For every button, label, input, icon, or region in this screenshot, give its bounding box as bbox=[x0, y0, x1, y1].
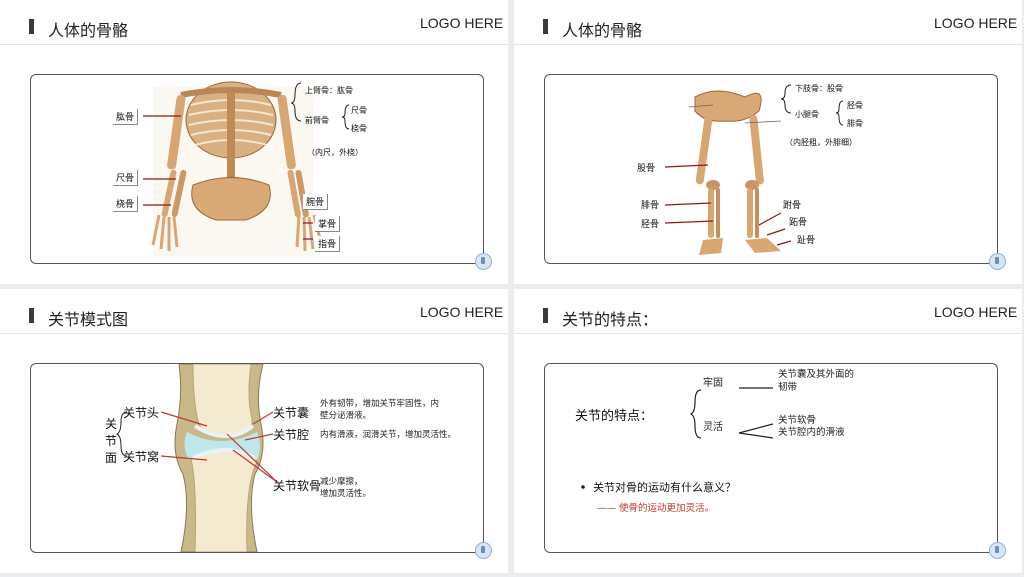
slide-skeleton-lower: 人体的骨骼 LOGO HERE bbox=[514, 0, 1022, 284]
feature-firm: 牢固 bbox=[703, 378, 723, 389]
flex-desc-2: 关节腔内的滑液 bbox=[778, 427, 845, 438]
label-fibula: 腓骨 bbox=[641, 201, 660, 211]
label-tarsal: 跗骨 bbox=[783, 201, 802, 211]
label-metacarpal: 掌骨 bbox=[315, 216, 341, 232]
slide-title: 人体的骨骼 bbox=[48, 21, 129, 40]
capsule-desc-1: 外有韧带，增加关节牢固性，内 bbox=[320, 399, 440, 409]
label-humerus: 肱骨 bbox=[113, 109, 139, 125]
label-joint-surface: 关节面 bbox=[105, 417, 118, 465]
label-ulna: 尺骨 bbox=[113, 170, 139, 186]
label-joint-cartilage: 关节软骨 bbox=[273, 479, 322, 493]
label-fibula-r: 腓骨 bbox=[847, 119, 863, 128]
header-divider bbox=[514, 333, 1022, 334]
answer-text: —— 使骨的运动更加灵活。 bbox=[597, 503, 715, 514]
label-radius: 桡骨 bbox=[113, 196, 139, 212]
features-connectors bbox=[581, 387, 774, 489]
logo-placeholder: LOGO HERE bbox=[934, 304, 1018, 320]
slide-title: 关节模式图 bbox=[48, 310, 129, 329]
slide-joint-diagram: 关节模式图 LOGO HERE bbox=[0, 289, 508, 573]
label-metatarsal: 跖骨 bbox=[789, 218, 808, 228]
slide-skeleton-upper: 人体的骨骼 LOGO HERE bbox=[0, 0, 508, 284]
label-toe: 趾骨 bbox=[797, 236, 816, 246]
firm-desc-1: 关节囊及其外面的 bbox=[778, 369, 855, 380]
slide-note-icon[interactable] bbox=[475, 253, 492, 270]
feature-flexible: 灵活 bbox=[703, 422, 723, 433]
cartilage-desc-2: 增加灵活性。 bbox=[320, 489, 372, 499]
slide-note-icon[interactable] bbox=[475, 542, 492, 559]
capsule-desc-2: 壁分泌滑液。 bbox=[320, 411, 372, 421]
label-tibia: 胫骨 bbox=[641, 220, 660, 230]
label-note: （内胫粗，外腓细） bbox=[785, 138, 857, 147]
label-joint-cavity: 关节腔 bbox=[273, 428, 310, 442]
label-joint-socket: 关节窝 bbox=[123, 450, 160, 464]
firm-desc-2: 韧带 bbox=[778, 382, 798, 393]
header-divider bbox=[0, 333, 508, 334]
label-inner-outer: （内尺，外桡） bbox=[307, 148, 363, 157]
label-carpal: 腕骨 bbox=[303, 194, 329, 210]
logo-placeholder: LOGO HERE bbox=[420, 304, 504, 320]
question-text: 关节对骨的运动有什么意义？ bbox=[593, 481, 736, 494]
label-upper-arm: 上臂骨：肱骨 bbox=[305, 86, 353, 95]
lower-skeleton-illustration bbox=[664, 84, 844, 255]
title-marker bbox=[29, 308, 34, 323]
label-phalanx: 指骨 bbox=[315, 236, 341, 252]
label-shank: 小腿骨 bbox=[795, 110, 819, 119]
features-main-label: 关节的特点： bbox=[575, 409, 654, 424]
cartilage-desc-1: 减少摩擦， bbox=[320, 477, 363, 487]
header-divider bbox=[0, 44, 508, 45]
slide-title: 人体的骨骼 bbox=[562, 21, 643, 40]
label-ulna-2: 尺骨 bbox=[351, 106, 367, 115]
title-marker bbox=[543, 308, 548, 323]
slide-joint-features: 关节的特点： LOGO HERE 关节的特点： 牢固 灵活 关节囊及其外面的 韧… bbox=[514, 289, 1022, 573]
content-frame: 关节的特点： 牢固 灵活 关节囊及其外面的 韧带 关节软骨 关节腔内的滑液 关节… bbox=[544, 363, 998, 553]
label-joint-head: 关节头 bbox=[123, 406, 160, 420]
slide-title: 关节的特点： bbox=[562, 310, 659, 329]
content-frame: 下肢骨：股骨 小腿骨 胫骨 腓骨 （内胫粗，外腓细） 股骨 腓骨 胫骨 跗骨 跖… bbox=[544, 74, 998, 264]
label-forearm: 前臂骨 bbox=[305, 116, 329, 125]
slide-note-icon[interactable] bbox=[989, 542, 1006, 559]
label-lower-limb: 下肢骨：股骨 bbox=[795, 84, 843, 93]
content-frame: 关节面 关节头 关节窝 关节囊 关节腔 关节软骨 外有韧带，增加关节牢固性，内 … bbox=[30, 363, 484, 553]
flex-desc-1: 关节软骨 bbox=[778, 415, 817, 426]
logo-placeholder: LOGO HERE bbox=[420, 15, 504, 31]
header-divider bbox=[514, 44, 1022, 45]
joint-illustration bbox=[115, 364, 278, 552]
label-joint-capsule: 关节囊 bbox=[273, 406, 310, 420]
title-marker bbox=[29, 19, 34, 34]
title-marker bbox=[543, 19, 548, 34]
content-frame: 肱骨 尺骨 桡骨 上臂骨：肱骨 前臂骨 尺骨 桡骨 （内尺，外桡） 腕骨 掌骨 … bbox=[30, 74, 484, 264]
slide-note-icon[interactable] bbox=[989, 253, 1006, 270]
upper-skeleton-illustration bbox=[143, 81, 350, 257]
label-radius-2: 桡骨 bbox=[351, 124, 367, 133]
logo-placeholder: LOGO HERE bbox=[934, 15, 1018, 31]
label-tibia-r: 胫骨 bbox=[847, 101, 863, 110]
cavity-desc: 内有滑液，润滑关节，增加灵活性。 bbox=[320, 430, 457, 440]
label-femur: 股骨 bbox=[637, 164, 656, 174]
